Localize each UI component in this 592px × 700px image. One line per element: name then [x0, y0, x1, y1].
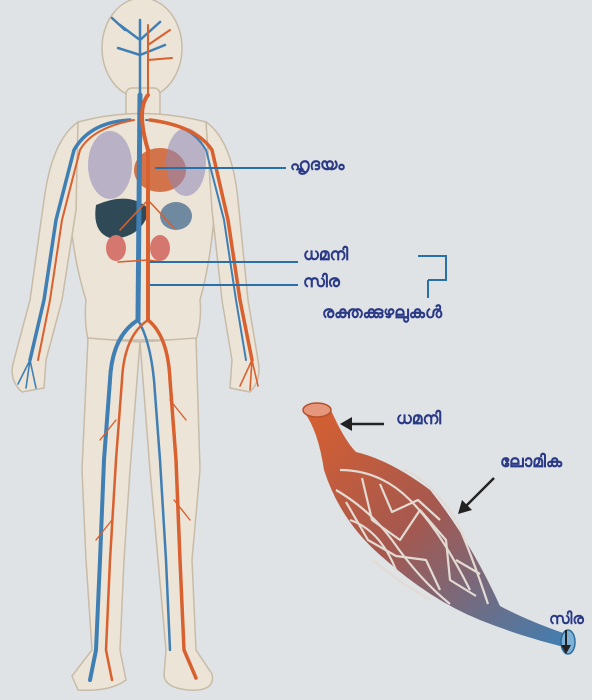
right-kidney [150, 235, 170, 261]
vein-opening [561, 630, 575, 654]
artery-arrowhead [340, 417, 352, 431]
capillary-arrow [466, 478, 494, 506]
human-body [12, 0, 259, 690]
blood-vessels-label: രക്തക്കുഴലുകൾ [322, 305, 442, 322]
capillary-network [303, 403, 575, 654]
artery-opening [303, 403, 331, 417]
stomach [160, 202, 192, 230]
left-kidney [106, 235, 126, 261]
vessel-body [304, 408, 572, 646]
artery-label: ധമനി [303, 247, 348, 264]
heart-label: ഹൃദയം [290, 157, 345, 174]
left-lung [88, 131, 132, 199]
vessels-bracket [418, 256, 446, 298]
capillary-label: ലോമിക [500, 454, 562, 471]
vein-detail-label: സിര [549, 611, 584, 627]
vein-label: സിര [303, 274, 340, 291]
artery-detail-label: ധമനി [396, 411, 441, 428]
